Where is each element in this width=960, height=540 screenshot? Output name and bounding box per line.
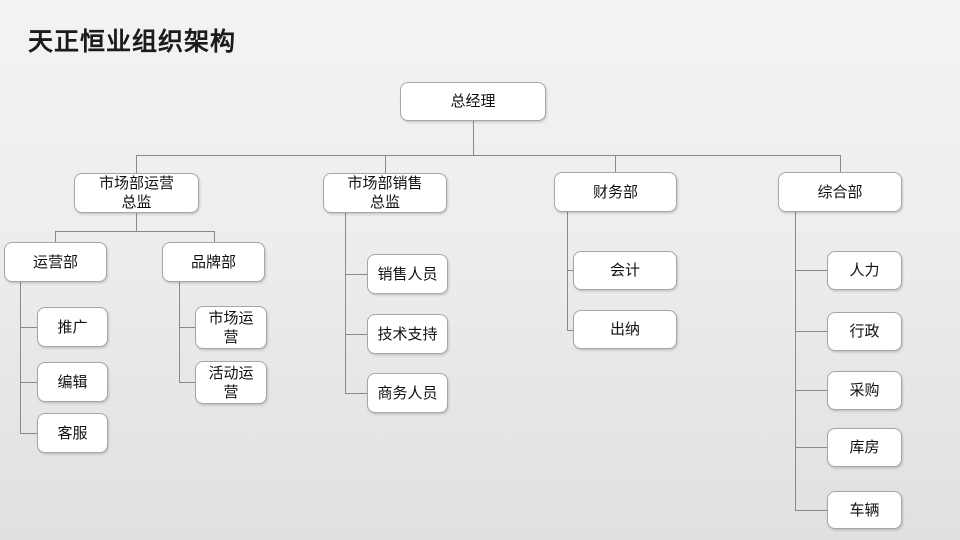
connector-line: [567, 330, 573, 331]
org-node-vehicles[interactable]: 车辆: [827, 491, 902, 529]
org-node-hr[interactable]: 人力: [827, 251, 902, 290]
connector-line: [795, 510, 827, 511]
connector-line: [567, 270, 573, 271]
org-node-admin[interactable]: 行政: [827, 312, 902, 351]
org-node-accounting[interactable]: 会计: [573, 251, 677, 290]
connector-line: [345, 334, 367, 335]
org-node-marketing-sales-director[interactable]: 市场部销售 总监: [323, 173, 447, 213]
connector-line: [136, 155, 841, 156]
org-node-marketing-operations-director[interactable]: 市场部运营 总监: [74, 173, 199, 213]
connector-line: [20, 327, 37, 328]
org-node-brand-dept[interactable]: 品牌部: [162, 242, 265, 282]
connector-line: [214, 231, 215, 242]
connector-line: [179, 282, 180, 382]
org-node-business-staff[interactable]: 商务人员: [367, 373, 448, 413]
org-node-warehouse[interactable]: 库房: [827, 428, 902, 467]
connector-line: [136, 213, 137, 231]
org-node-editing[interactable]: 编辑: [37, 362, 108, 402]
connector-line: [473, 121, 474, 155]
org-node-cashier[interactable]: 出纳: [573, 310, 677, 349]
org-node-general-affairs-dept[interactable]: 综合部: [778, 172, 902, 212]
connector-line: [615, 155, 616, 172]
connector-line: [795, 331, 827, 332]
connector-line: [795, 447, 827, 448]
connector-line: [795, 390, 827, 391]
org-node-operations-dept[interactable]: 运营部: [4, 242, 107, 282]
connector-line: [55, 231, 215, 232]
connector-line: [20, 382, 37, 383]
org-node-tech-support[interactable]: 技术支持: [367, 314, 448, 354]
org-node-general-manager[interactable]: 总经理: [400, 82, 546, 121]
connector-line: [20, 282, 21, 433]
connector-line: [567, 212, 568, 330]
connector-line: [345, 393, 367, 394]
connector-line: [345, 213, 346, 393]
connector-line: [840, 155, 841, 172]
org-node-procurement[interactable]: 采购: [827, 371, 902, 410]
org-node-event-operations[interactable]: 活动运 营: [195, 361, 267, 404]
connector-line: [179, 382, 195, 383]
connector-line: [795, 270, 827, 271]
connector-line: [55, 231, 56, 242]
connector-line: [345, 274, 367, 275]
org-node-promotion[interactable]: 推广: [37, 307, 108, 347]
org-node-sales-staff[interactable]: 销售人员: [367, 254, 448, 294]
connector-line: [179, 327, 195, 328]
connector-line: [385, 155, 386, 173]
org-node-finance-dept[interactable]: 财务部: [554, 172, 677, 212]
connector-line: [20, 433, 37, 434]
connector-line: [795, 212, 796, 510]
org-node-customer-service[interactable]: 客服: [37, 413, 108, 453]
org-node-market-operations[interactable]: 市场运 营: [195, 306, 267, 349]
connector-line: [136, 155, 137, 173]
page-title: 天正恒业组织架构: [28, 28, 237, 56]
